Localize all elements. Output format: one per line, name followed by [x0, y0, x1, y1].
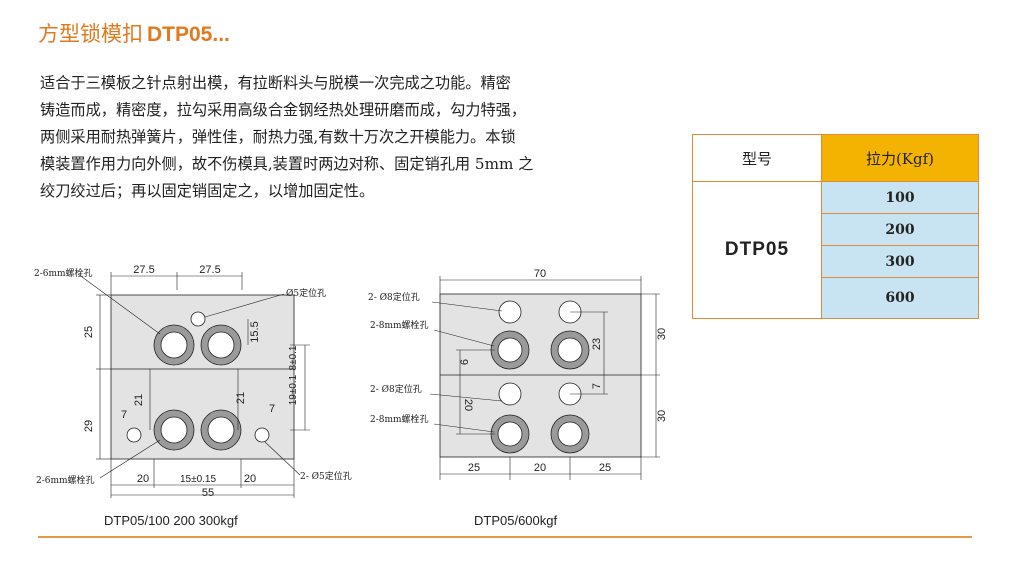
- bolt-hole: [490, 414, 530, 454]
- callout-label: 2- Ø8定位孔: [370, 383, 422, 395]
- callout-label: Ø5定位孔: [286, 287, 326, 299]
- pin-hole: [190, 311, 206, 327]
- title-prefix: 方型锁模扣: [38, 22, 143, 46]
- drawing2-caption: DTP05/600kgf: [474, 513, 558, 528]
- bolt-hole: [200, 409, 242, 451]
- force-value: 200: [821, 213, 979, 246]
- description-line: 两侧采用耐热弹簧片，弹性佳，耐热力强,有数十万次之开模能力。本锁: [40, 128, 516, 146]
- dimension-label: 7: [269, 403, 275, 415]
- dimension-label: 6: [459, 359, 471, 365]
- dimension-label: 25: [468, 462, 480, 474]
- callout-label: 2-8mm螺栓孔: [370, 319, 429, 331]
- dimension-label: 25: [599, 462, 611, 474]
- callout-label: 2-8mm螺栓孔: [370, 413, 429, 425]
- bolt-hole: [550, 330, 590, 370]
- spec-table: 型号 拉力(Kgf) DTP05 100 200 300 600: [692, 134, 979, 319]
- dimension-label: 20: [462, 399, 474, 411]
- callout-label: 2-6mm螺栓孔: [36, 474, 95, 486]
- force-value: 600: [821, 277, 979, 319]
- dimension-label: 27.5: [133, 264, 154, 276]
- dimension-label: 15.5: [249, 321, 261, 342]
- dimension-label: 20: [137, 473, 149, 485]
- callout-label: 2- Ø8定位孔: [368, 291, 420, 303]
- bolt-hole: [490, 330, 530, 370]
- description-line: 绞刀绞过后；再以固定销固定之，以增加固定性。: [40, 182, 375, 200]
- bolt-hole: [153, 324, 195, 366]
- dimension-label: 27.5: [199, 264, 220, 276]
- bottom-divider: [38, 536, 972, 538]
- dimension-label: 21: [133, 394, 145, 406]
- dimension-label: 29: [83, 420, 95, 432]
- dimension-label: 70: [534, 268, 546, 280]
- pin-hole: [498, 300, 522, 324]
- description-line: 铸造而成，精密度，拉勾采用高级合金钢经热处理研磨而成，勾力特强，: [40, 101, 526, 119]
- dimension-label: 25: [83, 326, 95, 338]
- drawing1-caption: DTP05/100 200 300kgf: [104, 513, 238, 528]
- callout-label: 2-6mm螺栓孔: [34, 267, 93, 279]
- bolt-hole: [200, 324, 242, 366]
- dimension-label: 7: [591, 383, 603, 389]
- header-model: 型号: [692, 134, 822, 182]
- pin-hole: [254, 427, 270, 443]
- dimension-label: 55: [202, 487, 214, 499]
- header-force: 拉力(Kgf): [821, 134, 979, 182]
- title-model: DTP05...: [147, 23, 230, 46]
- dimension-label: 8±0.1: [288, 345, 299, 370]
- description-line: 适合于三模板之针点射出模，有拉断料头与脱模一次完成之功能。精密: [40, 74, 511, 92]
- dimension-label: 21: [235, 392, 247, 404]
- dimension-label: 23: [591, 338, 603, 350]
- dimension-label: 30: [656, 410, 668, 422]
- dimension-label: 30: [656, 328, 668, 340]
- dimension-label: 20: [534, 462, 546, 474]
- dimension-label: 7: [121, 409, 127, 421]
- bolt-hole: [550, 414, 590, 454]
- model-cell: DTP05: [692, 181, 822, 319]
- bolt-hole: [153, 409, 195, 451]
- callout-label: 2- Ø5定位孔: [300, 470, 352, 482]
- description: 适合于三模板之针点射出模，有拉断料头与脱模一次完成之功能。精密 铸造而成，精密度…: [40, 70, 640, 205]
- description-line: 模装置作用力向外侧，故不伤模具,装置时两边对称、固定销孔用 5mm 之: [40, 155, 534, 173]
- pin-hole: [126, 427, 142, 443]
- drawing-dtp05-small: 27.5 27.5 25 29 15.5 8±0.1 21 21 19±0.1 …: [34, 264, 352, 499]
- pin-hole: [498, 382, 522, 406]
- force-value: 300: [821, 245, 979, 278]
- force-value: 100: [821, 181, 979, 214]
- dimension-label: 20: [244, 473, 256, 485]
- dimension-label: 19±0.1: [288, 374, 299, 405]
- drawing-dtp05-600: 70 30 30 23 6 7 20 25 20 25 2- Ø8定位孔 2-8…: [368, 268, 668, 480]
- dimension-label: 15±0.15: [180, 474, 217, 485]
